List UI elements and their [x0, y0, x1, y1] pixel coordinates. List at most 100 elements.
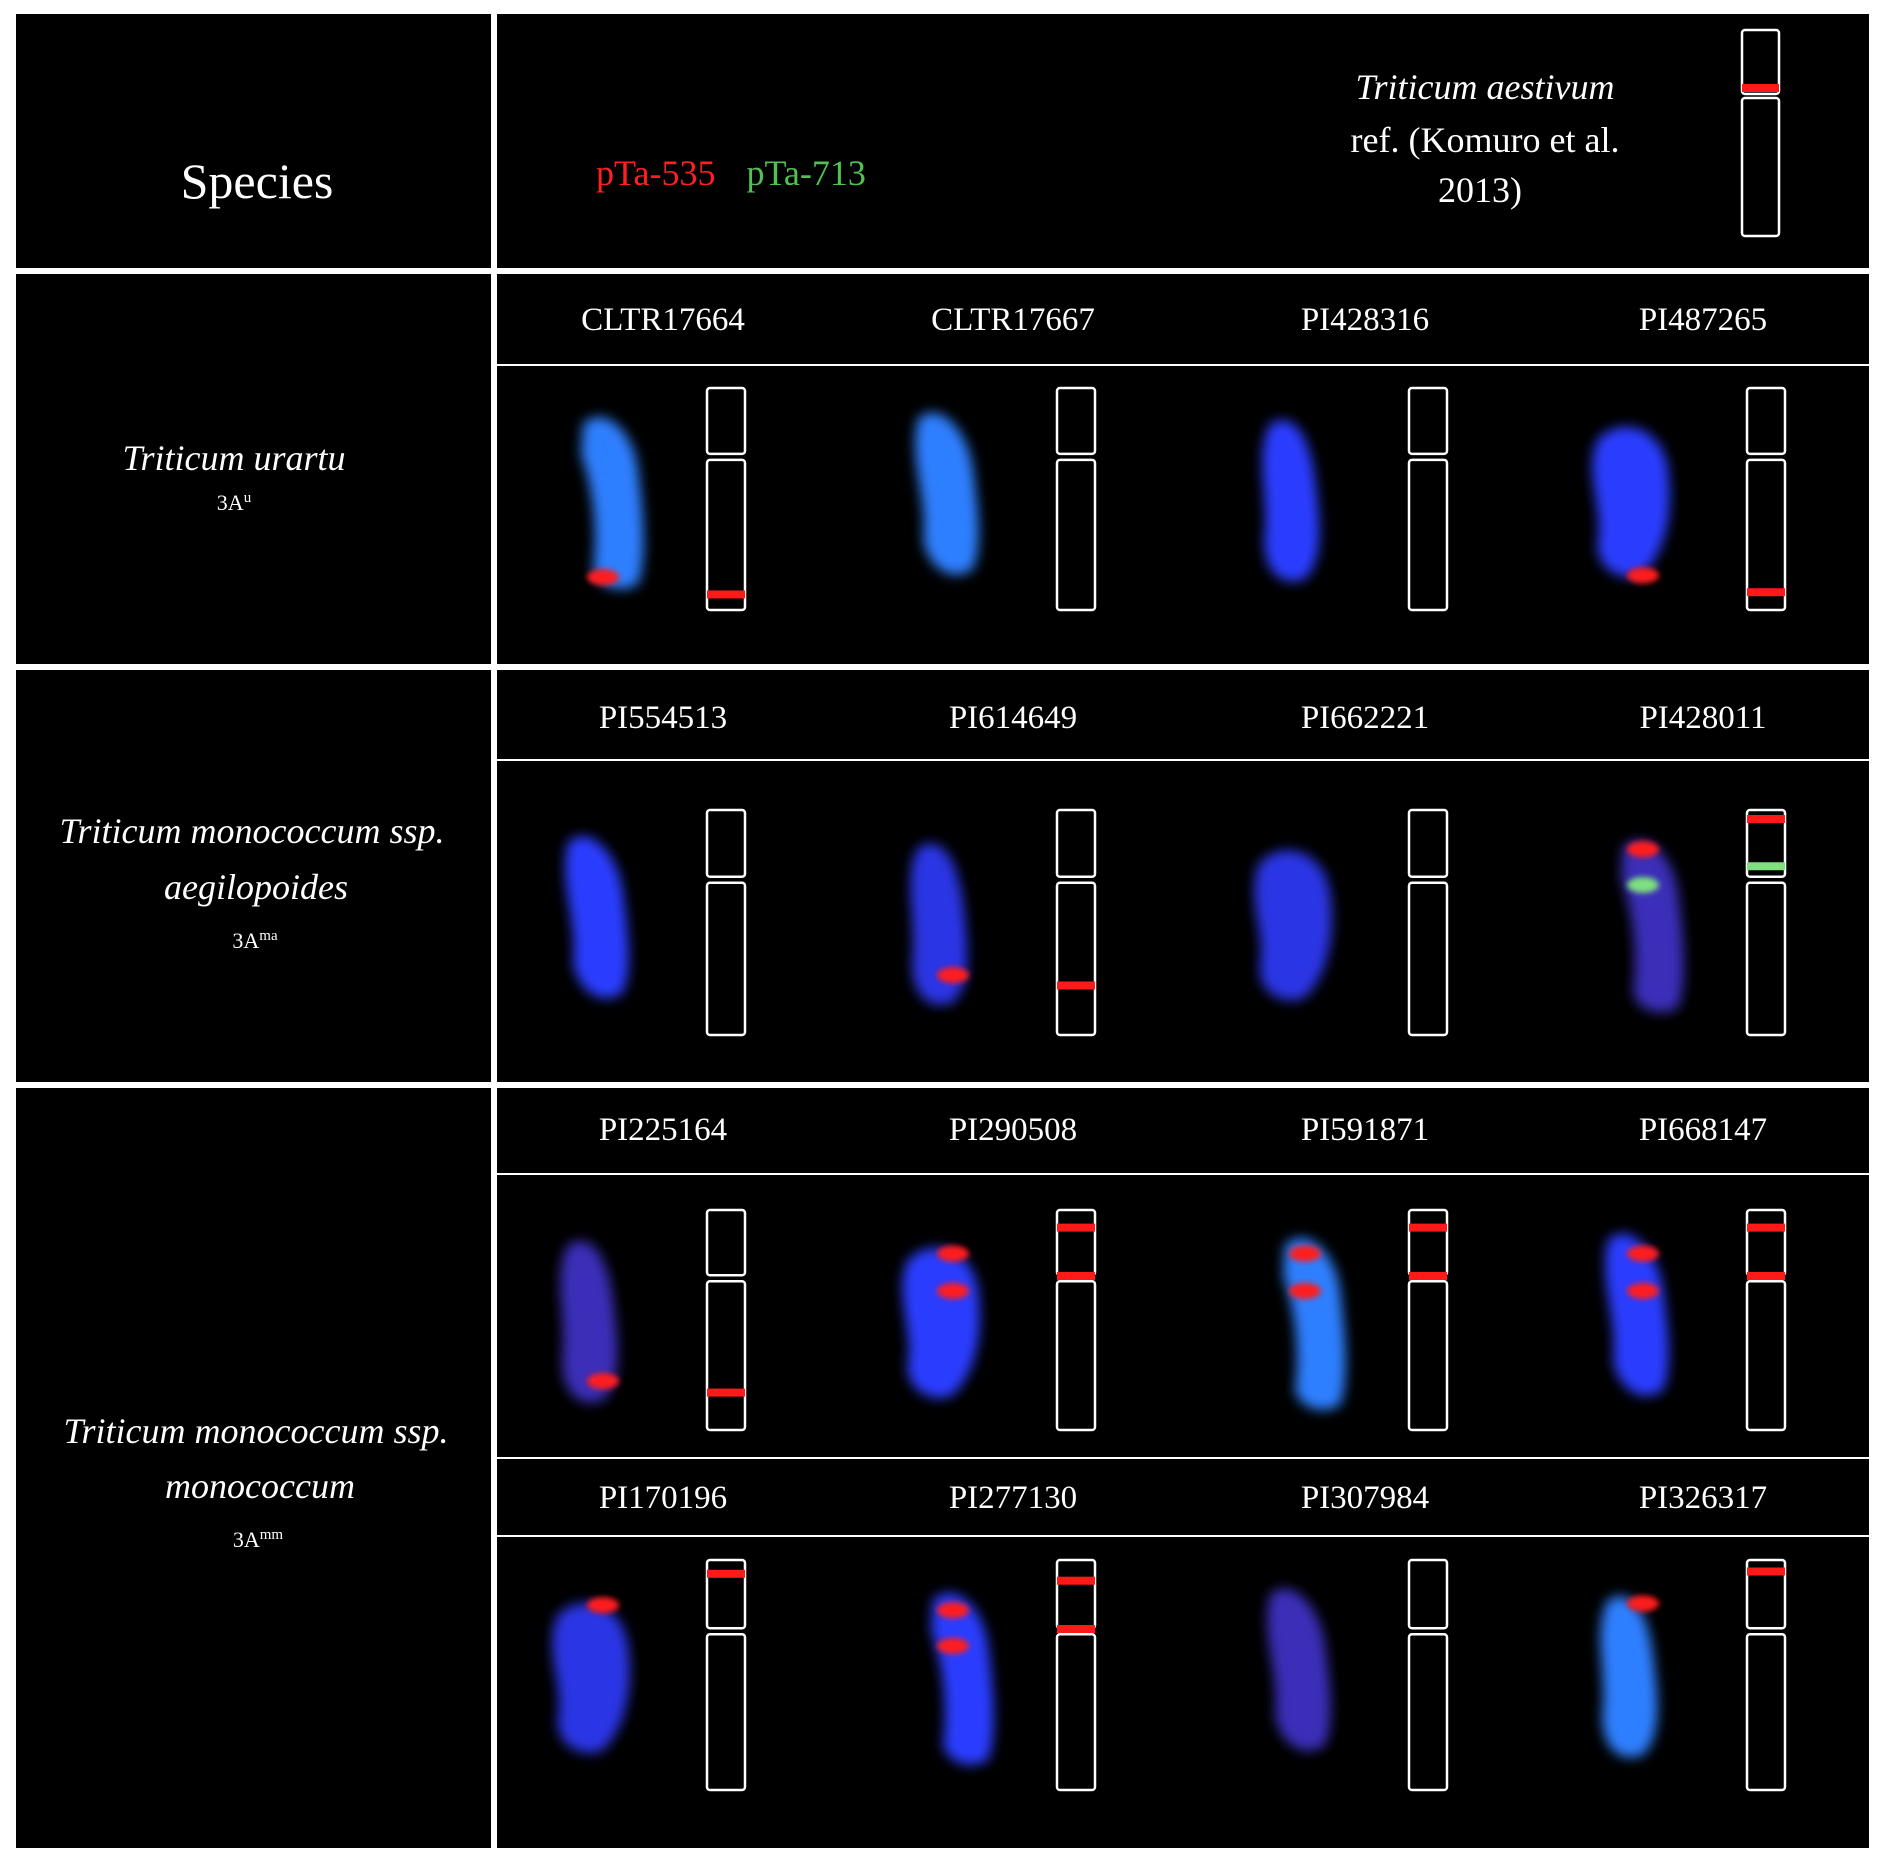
accession-panel: PI554513 [565, 700, 747, 1037]
dapi-stain [915, 412, 979, 575]
aegilopoides-genome-base: 3A [232, 928, 259, 953]
ideogram-short-arm [1407, 1558, 1449, 1630]
ideogram-long-arm [705, 1279, 747, 1432]
accession-panel: PI591871 [1283, 1112, 1449, 1432]
ideogram-signal-band [1057, 1272, 1095, 1280]
urartu-genome-sup: u [244, 490, 252, 506]
accession-panel: PI326317 [1600, 1480, 1787, 1792]
accession-label: PI307984 [1301, 1480, 1429, 1516]
chromosome-image [552, 1597, 630, 1754]
dapi-stain [1605, 1233, 1669, 1396]
ideogram-long-arm [1055, 458, 1097, 612]
fish-signal [937, 1602, 969, 1619]
accession-label: CLTR17667 [931, 302, 1095, 338]
accession-label: PI326317 [1639, 1480, 1767, 1516]
reference-citation-line2: 2013) [1438, 170, 1522, 210]
ideogram-short-arm [705, 808, 747, 878]
ideogram-long-arm [1055, 881, 1097, 1037]
ideogram-signal-band [1747, 815, 1785, 823]
fish-signal [1627, 1595, 1659, 1612]
chromosome-image [1283, 1237, 1346, 1410]
chromosome-image [902, 1245, 980, 1399]
chromosome-image [910, 843, 969, 1006]
dapi-stain [931, 1592, 994, 1765]
accession-panel: PI614649 [910, 700, 1097, 1037]
accession-panel: PI487265 [1592, 302, 1787, 612]
aegilopoides-species-cell [16, 670, 491, 1082]
chromosome-image [560, 1241, 619, 1403]
reference-short-arm [1740, 28, 1781, 96]
dapi-stain [581, 416, 644, 589]
monococcum-species-cell [16, 1088, 491, 1848]
ideogram-long-arm [1745, 881, 1787, 1037]
fish-signal [1627, 877, 1659, 893]
accession-panel: PI307984 [1267, 1480, 1449, 1792]
chromosome-image [915, 412, 979, 575]
accession-panel: PI668147 [1605, 1112, 1787, 1432]
ideogram-signal-band [1747, 1223, 1785, 1232]
probe-legend: pTa-535 pTa-713 [596, 153, 866, 193]
accession-label: PI487265 [1639, 302, 1767, 338]
chromosome-image [1254, 850, 1332, 1001]
monococcum-genome-sup: mm [260, 1527, 284, 1543]
ideogram-short-arm [705, 386, 747, 456]
dapi-stain [1283, 1237, 1346, 1410]
aegilopoides-genome: 3Ama [232, 928, 278, 953]
accession-label: PI170196 [599, 1480, 727, 1516]
aegilopoides-label: Triticum monococcum ssp. aegilopoides 3A… [60, 811, 445, 953]
ideogram-short-arm [705, 1558, 747, 1630]
ideogram-long-arm [1745, 1633, 1787, 1792]
ideogram-signal-band [1747, 862, 1785, 871]
accession-label: PI614649 [949, 700, 1077, 736]
fish-signal [1289, 1283, 1321, 1299]
accession-panel: CLTR17664 [581, 302, 747, 612]
ideogram-signal-band [1409, 1272, 1447, 1280]
chromosome-image [1600, 1595, 1659, 1758]
ideogram-short-arm [1055, 386, 1097, 456]
accession-panel: PI225164 [560, 1112, 747, 1432]
accession-label: PI428316 [1301, 302, 1429, 338]
fish-signal [1289, 1245, 1321, 1262]
urartu-genome-base: 3A [217, 490, 244, 515]
dapi-stain [565, 836, 629, 999]
accession-label: PI290508 [949, 1112, 1077, 1148]
ideogram-signal-band [1057, 1625, 1095, 1633]
chromosome-image [565, 836, 629, 999]
ideogram-long-arm [705, 458, 747, 612]
chromosome-image [581, 416, 644, 589]
ideogram-long-arm [1745, 1279, 1787, 1432]
accession-label: PI428011 [1639, 700, 1766, 736]
accession-label: PI277130 [949, 1480, 1077, 1516]
ideogram-short-arm [1745, 386, 1787, 456]
ideogram-long-arm [1407, 881, 1449, 1037]
monococcum-species-line1: Triticum monococcum ssp. [64, 1411, 449, 1451]
aegilopoides-genome-sup: ma [259, 928, 278, 944]
chromosome-image [1592, 426, 1670, 584]
ideogram-long-arm [1745, 458, 1787, 612]
species-column-header: Species [181, 153, 334, 209]
ideogram-short-arm [705, 1208, 747, 1277]
reference-long-arm [1740, 96, 1781, 238]
ideogram-short-arm [1745, 808, 1787, 878]
probe-red-label: pTa-535 [596, 153, 715, 193]
monococcum-genome-base: 3A [233, 1527, 260, 1552]
ideogram-signal-band [707, 1569, 745, 1578]
fish-signal [587, 1373, 619, 1390]
dapi-stain [1254, 850, 1332, 1001]
reference-ideogram [1740, 28, 1781, 238]
ideogram-long-arm [705, 881, 747, 1037]
ideogram-long-arm [1407, 1633, 1449, 1792]
fish-signal [1627, 1283, 1659, 1299]
reference-red-band [1742, 84, 1779, 92]
ideogram-long-arm [1055, 1279, 1097, 1432]
species-header-cell [16, 14, 491, 268]
urartu-genome: 3Au [217, 490, 252, 515]
accession-label: PI662221 [1301, 700, 1429, 736]
accession-label: CLTR17664 [581, 302, 745, 338]
ideogram-short-arm [1055, 808, 1097, 878]
accession-panel: PI662221 [1254, 700, 1449, 1037]
accession-panel: PI290508 [902, 1112, 1097, 1432]
ideogram-signal-band [1057, 1223, 1095, 1232]
probe-green-label: pTa-713 [746, 153, 865, 193]
